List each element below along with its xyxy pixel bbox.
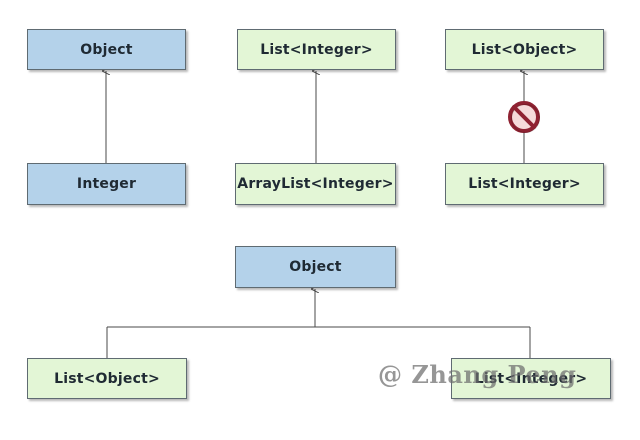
author-watermark: @ Zhang Peng xyxy=(378,360,577,389)
generic-box-label: List<Object> xyxy=(471,41,578,58)
generic-box-list-object: List<Object> xyxy=(445,29,604,70)
class-box-label: Object xyxy=(80,41,133,58)
generic-box-label: ArrayList<Integer> xyxy=(237,176,394,192)
generic-box-list-integer: List<Integer> xyxy=(237,29,396,70)
class-box-object: Object xyxy=(27,29,186,70)
generic-box-arraylist-integer: ArrayList<Integer> xyxy=(235,163,396,205)
generic-box-list-object-leaf: List<Object> xyxy=(27,358,187,399)
generic-box-list-integer-leaf: List<Integer> xyxy=(451,358,611,399)
class-box-label: Object xyxy=(289,259,342,275)
generic-box-label: List<Integer> xyxy=(260,41,373,58)
class-box-label: Integer xyxy=(76,176,137,192)
generic-box-list-integer-2: List<Integer> xyxy=(445,163,604,205)
class-box-integer: Integer xyxy=(27,163,186,205)
prohibited-icon xyxy=(508,101,540,133)
generic-box-label: List<Object> xyxy=(54,370,160,387)
generic-box-label: List<Integer> xyxy=(468,176,581,192)
generic-box-label: List<Integer> xyxy=(474,370,588,387)
class-box-object-root: Object xyxy=(235,246,396,288)
